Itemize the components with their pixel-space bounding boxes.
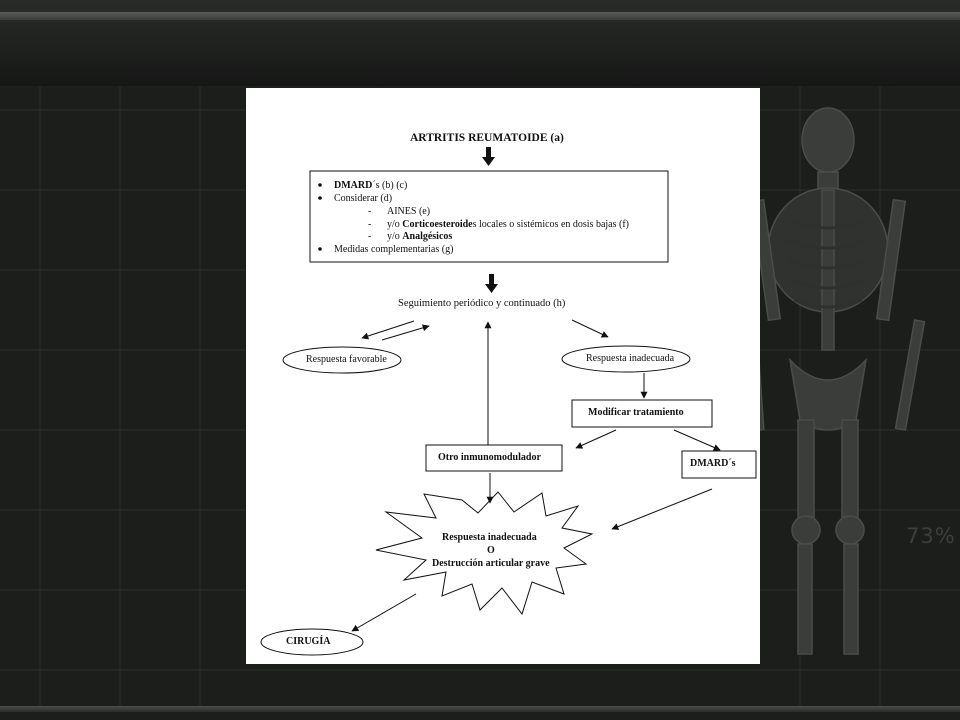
inadecuada-label: Respuesta inadecuada bbox=[586, 353, 675, 364]
analg-bold: Analgésicos bbox=[402, 231, 453, 242]
diagram-title: ARTRITIS REUMATOIDE (a) bbox=[410, 132, 564, 144]
arrow-modificar-to-dmards bbox=[673, 429, 721, 451]
bullet-medidas: Medidas complementarias (g) bbox=[334, 244, 454, 255]
inadecuada-ellipse bbox=[561, 345, 691, 373]
bullet-dmards: DMARD´s (b) (c) bbox=[334, 180, 407, 191]
cortico-pre: y/o bbox=[387, 219, 403, 230]
dash-1: - bbox=[368, 206, 372, 217]
modificar-label: Modificar tratamiento bbox=[588, 407, 684, 418]
modificar-box bbox=[571, 399, 713, 428]
burst-line-3: Destrucción articular grave bbox=[432, 558, 550, 569]
bullet-dmards-rest: ´s (b) (c) bbox=[372, 180, 408, 191]
dash-3: - bbox=[368, 231, 372, 242]
cirugia-ellipse bbox=[260, 628, 364, 656]
treatment-box bbox=[309, 170, 669, 263]
bullet-considerar: Considerar (d) bbox=[334, 193, 393, 204]
arrow-dmards-to-burst bbox=[611, 488, 713, 530]
burst-line-1: Respuesta inadecuada bbox=[442, 532, 537, 543]
thick-arrow-2 bbox=[485, 274, 498, 293]
arrow-favorable-to-seg bbox=[381, 324, 430, 341]
dash-2: - bbox=[368, 219, 372, 230]
favorable-label: Respuesta favorable bbox=[306, 354, 387, 365]
percent-label: 73% bbox=[906, 524, 956, 548]
favorable-ellipse bbox=[282, 346, 402, 374]
cortico-bold: Corticoesteroide bbox=[402, 219, 473, 230]
slide-panel: ARTRITIS REUMATOIDE (a) DMARD´s (b) (c) … bbox=[246, 88, 760, 664]
seguimiento-label: Seguimiento periódico y continuado (h) bbox=[398, 298, 566, 309]
otro-label: Otro inmunomodulador bbox=[438, 452, 541, 463]
dmards-box bbox=[681, 450, 757, 479]
bullet-dmards-bold: DMARD bbox=[334, 180, 373, 191]
arrow-seg-to-inadecuada bbox=[571, 319, 609, 338]
arrow-modificar-to-otro bbox=[575, 429, 617, 449]
flowchart-shapes bbox=[260, 147, 757, 656]
sub-aines: AINES (e) bbox=[387, 206, 431, 217]
cirugia-label: CIRUGÍA bbox=[286, 636, 331, 647]
bottom-bar bbox=[0, 706, 960, 712]
burst-line-2: O bbox=[487, 545, 495, 556]
thick-arrow-1 bbox=[482, 147, 495, 166]
analg-pre: y/o bbox=[387, 231, 403, 242]
top-bar bbox=[0, 12, 960, 20]
cortico-rest: s locales o sistémicos en dosis bajas (f… bbox=[472, 219, 629, 230]
arrow-burst-to-cirugia bbox=[351, 593, 417, 632]
dmards-label: DMARD´s bbox=[690, 458, 736, 469]
sub-corticoesteroides: y/o Corticoesteroides locales o sistémic… bbox=[387, 219, 629, 230]
burst-shape bbox=[375, 491, 594, 616]
arrow-seg-to-favorable bbox=[361, 320, 415, 340]
sub-analgesicos: y/o Analgésicos bbox=[387, 231, 452, 242]
otro-box bbox=[425, 444, 563, 472]
